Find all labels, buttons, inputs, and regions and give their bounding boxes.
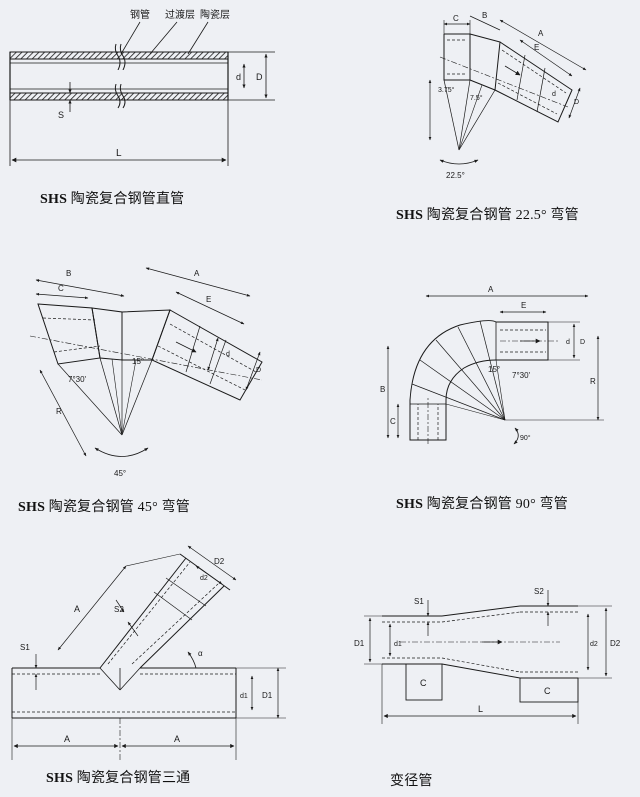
bend45-A: A <box>194 269 200 278</box>
bend45-E: E <box>206 295 211 304</box>
bend225-A: A <box>538 29 544 38</box>
caption-bend-90: SHS 陶瓷复合钢管 90° 弯管 <box>396 493 568 513</box>
dim-d: d <box>236 72 241 82</box>
reducer-C1: C <box>420 678 427 688</box>
bend225-angle-b: 7.5° <box>470 94 483 102</box>
reducer-L: L <box>478 704 483 714</box>
bend45-angle-a: 7°30' <box>68 375 87 384</box>
bend90-angle-total: 90° <box>520 434 531 442</box>
straight-pipe-drawing <box>9 21 275 166</box>
reducer-d2: d2 <box>590 641 598 648</box>
bend90-d: d <box>566 339 570 346</box>
caption-reducer: 变径管 <box>390 770 433 790</box>
bend45-C: C <box>58 284 64 293</box>
bend45-angle-total: 45° <box>114 469 126 478</box>
dim-D: D <box>256 72 263 82</box>
caption-prefix: SHS <box>18 500 46 515</box>
tee-drawing <box>11 545 286 760</box>
bend-90-drawing <box>386 294 604 445</box>
bend45-B: B <box>66 269 71 278</box>
bend45-d: d <box>226 351 230 358</box>
bend45-D: D <box>256 367 261 374</box>
caption-bend-22-5: SHS 陶瓷复合钢管 22.5° 弯管 <box>396 204 579 224</box>
tee-d1: d1 <box>240 693 248 700</box>
caption-bend-45: SHS 陶瓷复合钢管 45° 弯管 <box>18 496 190 516</box>
dim-L: L <box>116 148 122 159</box>
caption-name: 陶瓷复合钢管三通 <box>76 771 191 786</box>
caption-name: 陶瓷复合钢管 45° 弯管 <box>48 500 190 515</box>
bend90-R: R <box>590 377 596 386</box>
bend45-R: R <box>56 407 62 416</box>
bend90-C: C <box>390 417 396 426</box>
bend-22-5-drawing <box>428 15 587 165</box>
bend225-C: C <box>453 14 459 23</box>
reducer-d1: d1 <box>394 641 402 648</box>
bend90-A: A <box>488 285 494 294</box>
bend225-angle-a: 3.75° <box>438 86 455 94</box>
tee-A-right: A <box>174 734 180 744</box>
caption-prefix: SHS <box>396 497 424 512</box>
bend225-d: d <box>552 91 556 98</box>
caption-prefix: SHS <box>46 771 74 786</box>
tee-D2: D2 <box>214 557 225 566</box>
caption-name: 陶瓷复合钢管直管 <box>70 192 185 207</box>
tee-alpha: α <box>198 649 203 658</box>
tee-A-left: A <box>64 734 70 744</box>
bend90-angle-b: 7°30' <box>512 371 531 380</box>
bend90-E: E <box>521 301 526 310</box>
caption-prefix: SHS <box>396 208 424 223</box>
reducer-D1: D1 <box>354 639 365 648</box>
dim-S: S <box>58 110 64 120</box>
bend90-D: D <box>580 339 585 346</box>
layer-label-transition: 过渡层 <box>165 8 195 21</box>
caption-straight-pipe: SHS 陶瓷复合钢管直管 <box>40 188 184 208</box>
bend45-angle-b: 15° <box>132 357 144 366</box>
tee-d2: d2 <box>200 575 208 582</box>
bend225-angle-total: 22.5° <box>446 171 465 180</box>
reducer-C2: C <box>544 686 551 696</box>
bend-45-drawing <box>29 267 263 457</box>
bend90-angle-a: 15° <box>488 365 500 374</box>
bend225-D: D <box>574 99 579 106</box>
bend90-B: B <box>380 385 385 394</box>
tee-S1: S1 <box>20 643 30 652</box>
reducer-D2: D2 <box>610 639 621 648</box>
tee-D1: D1 <box>262 691 273 700</box>
tee-A-branch: A <box>74 604 80 614</box>
reducer-drawing <box>364 590 612 724</box>
bend225-B: B <box>482 11 487 20</box>
caption-prefix: SHS <box>40 192 68 207</box>
caption-tee: SHS 陶瓷复合钢管三通 <box>46 767 190 787</box>
reducer-S2: S2 <box>534 587 544 596</box>
caption-name: 陶瓷复合钢管 90° 弯管 <box>426 497 568 512</box>
layer-label-steel: 钢管 <box>130 8 150 21</box>
layer-label-ceramic: 陶瓷层 <box>200 8 230 21</box>
bend225-E: E <box>534 43 539 52</box>
tee-S2: S2 <box>114 605 124 614</box>
caption-name: 变径管 <box>390 774 433 789</box>
reducer-S1: S1 <box>414 597 424 606</box>
caption-name: 陶瓷复合钢管 22.5° 弯管 <box>426 208 579 223</box>
